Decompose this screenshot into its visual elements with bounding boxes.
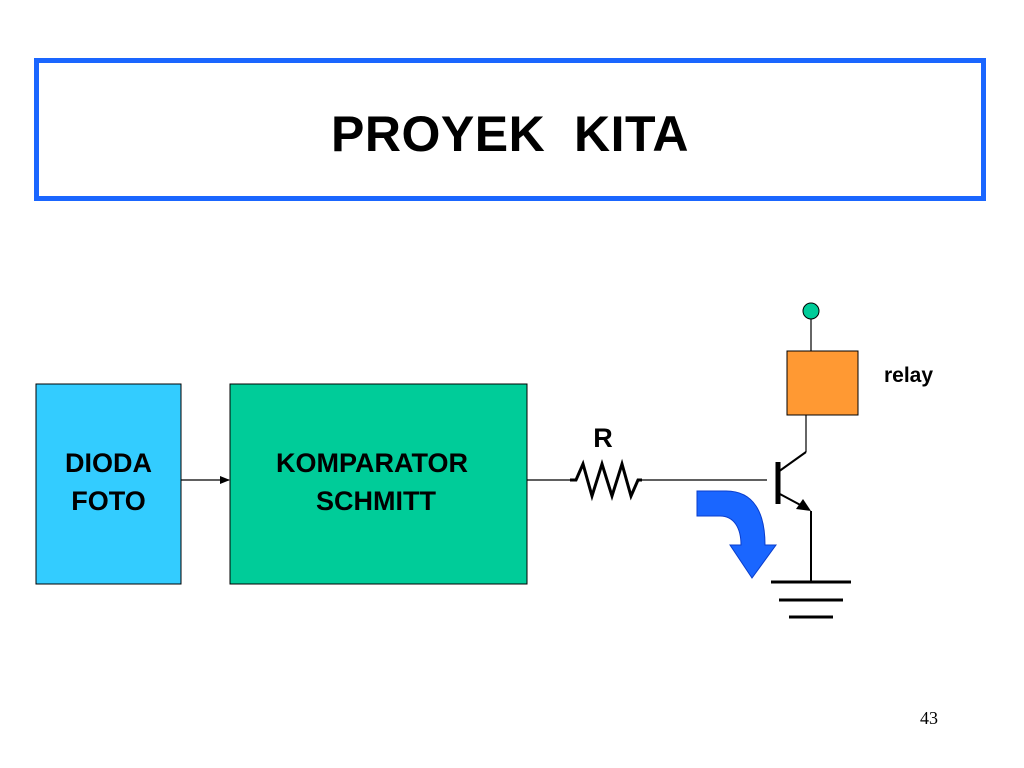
supply-node — [802, 302, 820, 320]
slide-title: PROYEK KITA — [331, 106, 689, 162]
comparator-label-line2: SCHMITT — [316, 486, 436, 516]
ground-icon — [771, 580, 851, 619]
current-flow-arrow-icon — [696, 490, 777, 579]
transistor-symbol — [775, 451, 811, 511]
photodiode-block: DIODA FOTO — [35, 383, 182, 585]
comparator-label-line1: KOMPARATOR — [276, 448, 468, 478]
photodiode-label-line2: FOTO — [71, 486, 146, 516]
title-box: PROYEK KITA — [34, 58, 986, 201]
photodiode-label-line1: DIODA — [65, 448, 152, 478]
comparator-block: KOMPARATOR SCHMITT — [229, 383, 528, 585]
relay-label: relay — [884, 364, 933, 387]
page-number: 43 — [920, 708, 938, 728]
resistor-symbol — [570, 458, 642, 502]
resistor-label: R — [593, 423, 613, 453]
relay-coil — [786, 350, 859, 416]
